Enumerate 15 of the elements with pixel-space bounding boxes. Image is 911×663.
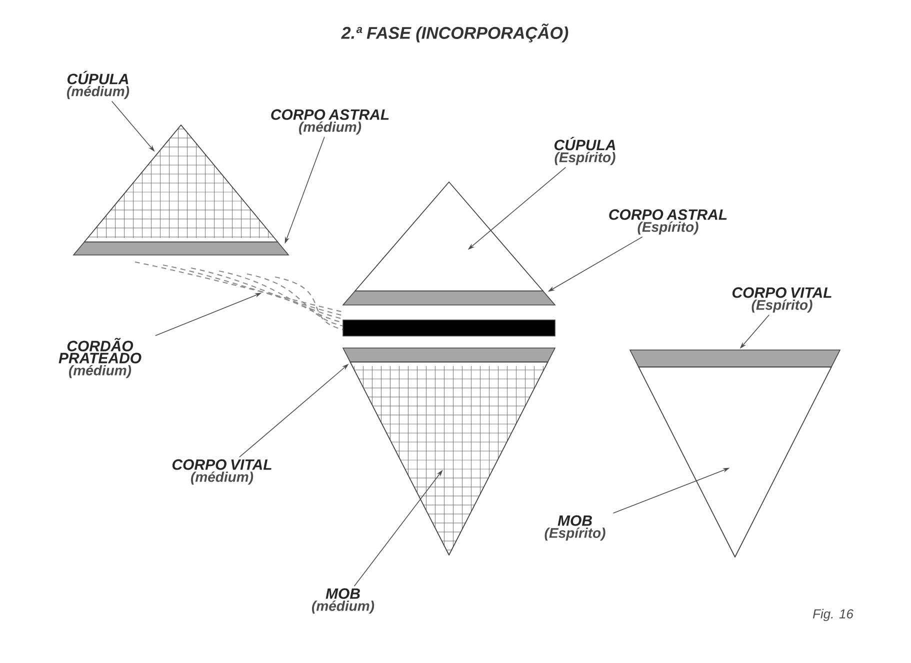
- callout-label: CORPO ASTRAL (médium): [271, 109, 389, 135]
- title: 2.ª FASE (INCORPORAÇÃO): [341, 24, 568, 42]
- callout-label: CORDÃO PRATEADO (médium): [58, 338, 142, 378]
- callout-label: CORPO VITAL (Espírito): [732, 287, 832, 313]
- band: [342, 320, 556, 336]
- callout-label: CORPO ASTRAL (Espírito): [609, 209, 727, 235]
- callout-label: CÚPULA (Espírito): [554, 136, 616, 166]
- callout-label: MOB (Espírito): [544, 515, 606, 541]
- triangle: [638, 366, 832, 558]
- callout-label: MOB (médium): [312, 588, 374, 614]
- grid-triangle: [84, 124, 278, 242]
- callout-label: CORPO VITAL (médium): [172, 459, 272, 485]
- callout-label: CÚPULA (médium): [67, 70, 130, 100]
- figure-number: Fig. 16: [812, 608, 854, 622]
- cord-drawing: [134, 261, 344, 330]
